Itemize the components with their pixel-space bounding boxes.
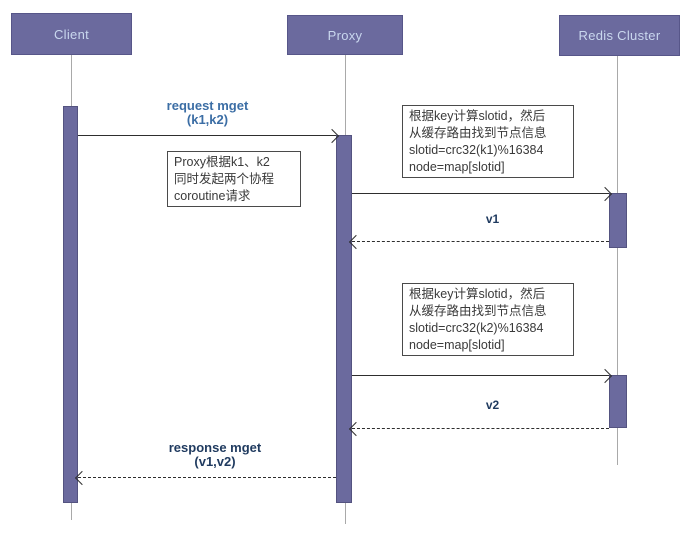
actor-proxy-label: Proxy [327,27,363,43]
slotid-k1-note: 根据key计算slotid，然后 从缓存路由找到节点信息 slotid=crc3… [402,105,574,178]
slotid-k2-note: 根据key计算slotid，然后 从缓存路由找到节点信息 slotid=crc3… [402,283,574,356]
response-mget-arrow [74,470,336,485]
actor-redis-cluster: Redis Cluster [559,15,680,56]
request-mget-arrow [78,128,340,143]
proxy-note-line1: Proxy根据k1、k2 [174,155,270,169]
actor-redis-cluster-label: Redis Cluster [578,28,661,43]
request-mget-label-line1: request mget [166,98,249,113]
proxy-note-line3: coroutine请求 [174,189,251,203]
redis-v2-return-arrow [348,421,609,436]
k1-note-line2: 从缓存路由找到节点信息 [409,126,547,140]
response-mget-label-line1: response mget [168,440,262,455]
k2-note-line3: slotid=crc32(k2)%16384 [409,321,544,335]
proxy-note-line2: 同时发起两个协程 [174,172,275,186]
proxy-activation-bar [336,135,352,503]
actor-client-label: Client [53,26,90,42]
v1-label: v1 [485,212,500,226]
k2-note-line2: 从缓存路由找到节点信息 [409,304,547,318]
redis-v1-return-arrow [348,234,609,249]
v2-label: v2 [485,398,500,412]
proxy-to-redis-k2-arrow [352,368,613,383]
redis-lifeline [617,56,618,465]
redis-activation-bar-2 [609,375,627,428]
actor-client: Client [11,13,132,55]
response-mget-label-line2: (v1,v2) [194,454,236,469]
proxy-to-redis-k1-arrow [352,186,613,201]
k2-note-line1: 根据key计算slotid，然后 [409,287,546,301]
request-mget-label-line2: (k1,k2) [186,112,229,127]
k1-note-line4: node=map[slotid] [409,160,505,174]
actor-proxy: Proxy [287,15,403,55]
response-mget-label: response mget (v1,v2) [110,441,320,469]
proxy-coroutine-note: Proxy根据k1、k2 同时发起两个协程 coroutine请求 [167,151,301,207]
client-activation-bar [63,106,78,503]
k1-note-line3: slotid=crc32(k1)%16384 [409,143,544,157]
request-mget-label: request mget (k1,k2) [110,99,305,127]
redis-activation-bar-1 [609,193,627,248]
k1-note-line1: 根据key计算slotid，然后 [409,109,546,123]
k2-note-line4: node=map[slotid] [409,338,505,352]
